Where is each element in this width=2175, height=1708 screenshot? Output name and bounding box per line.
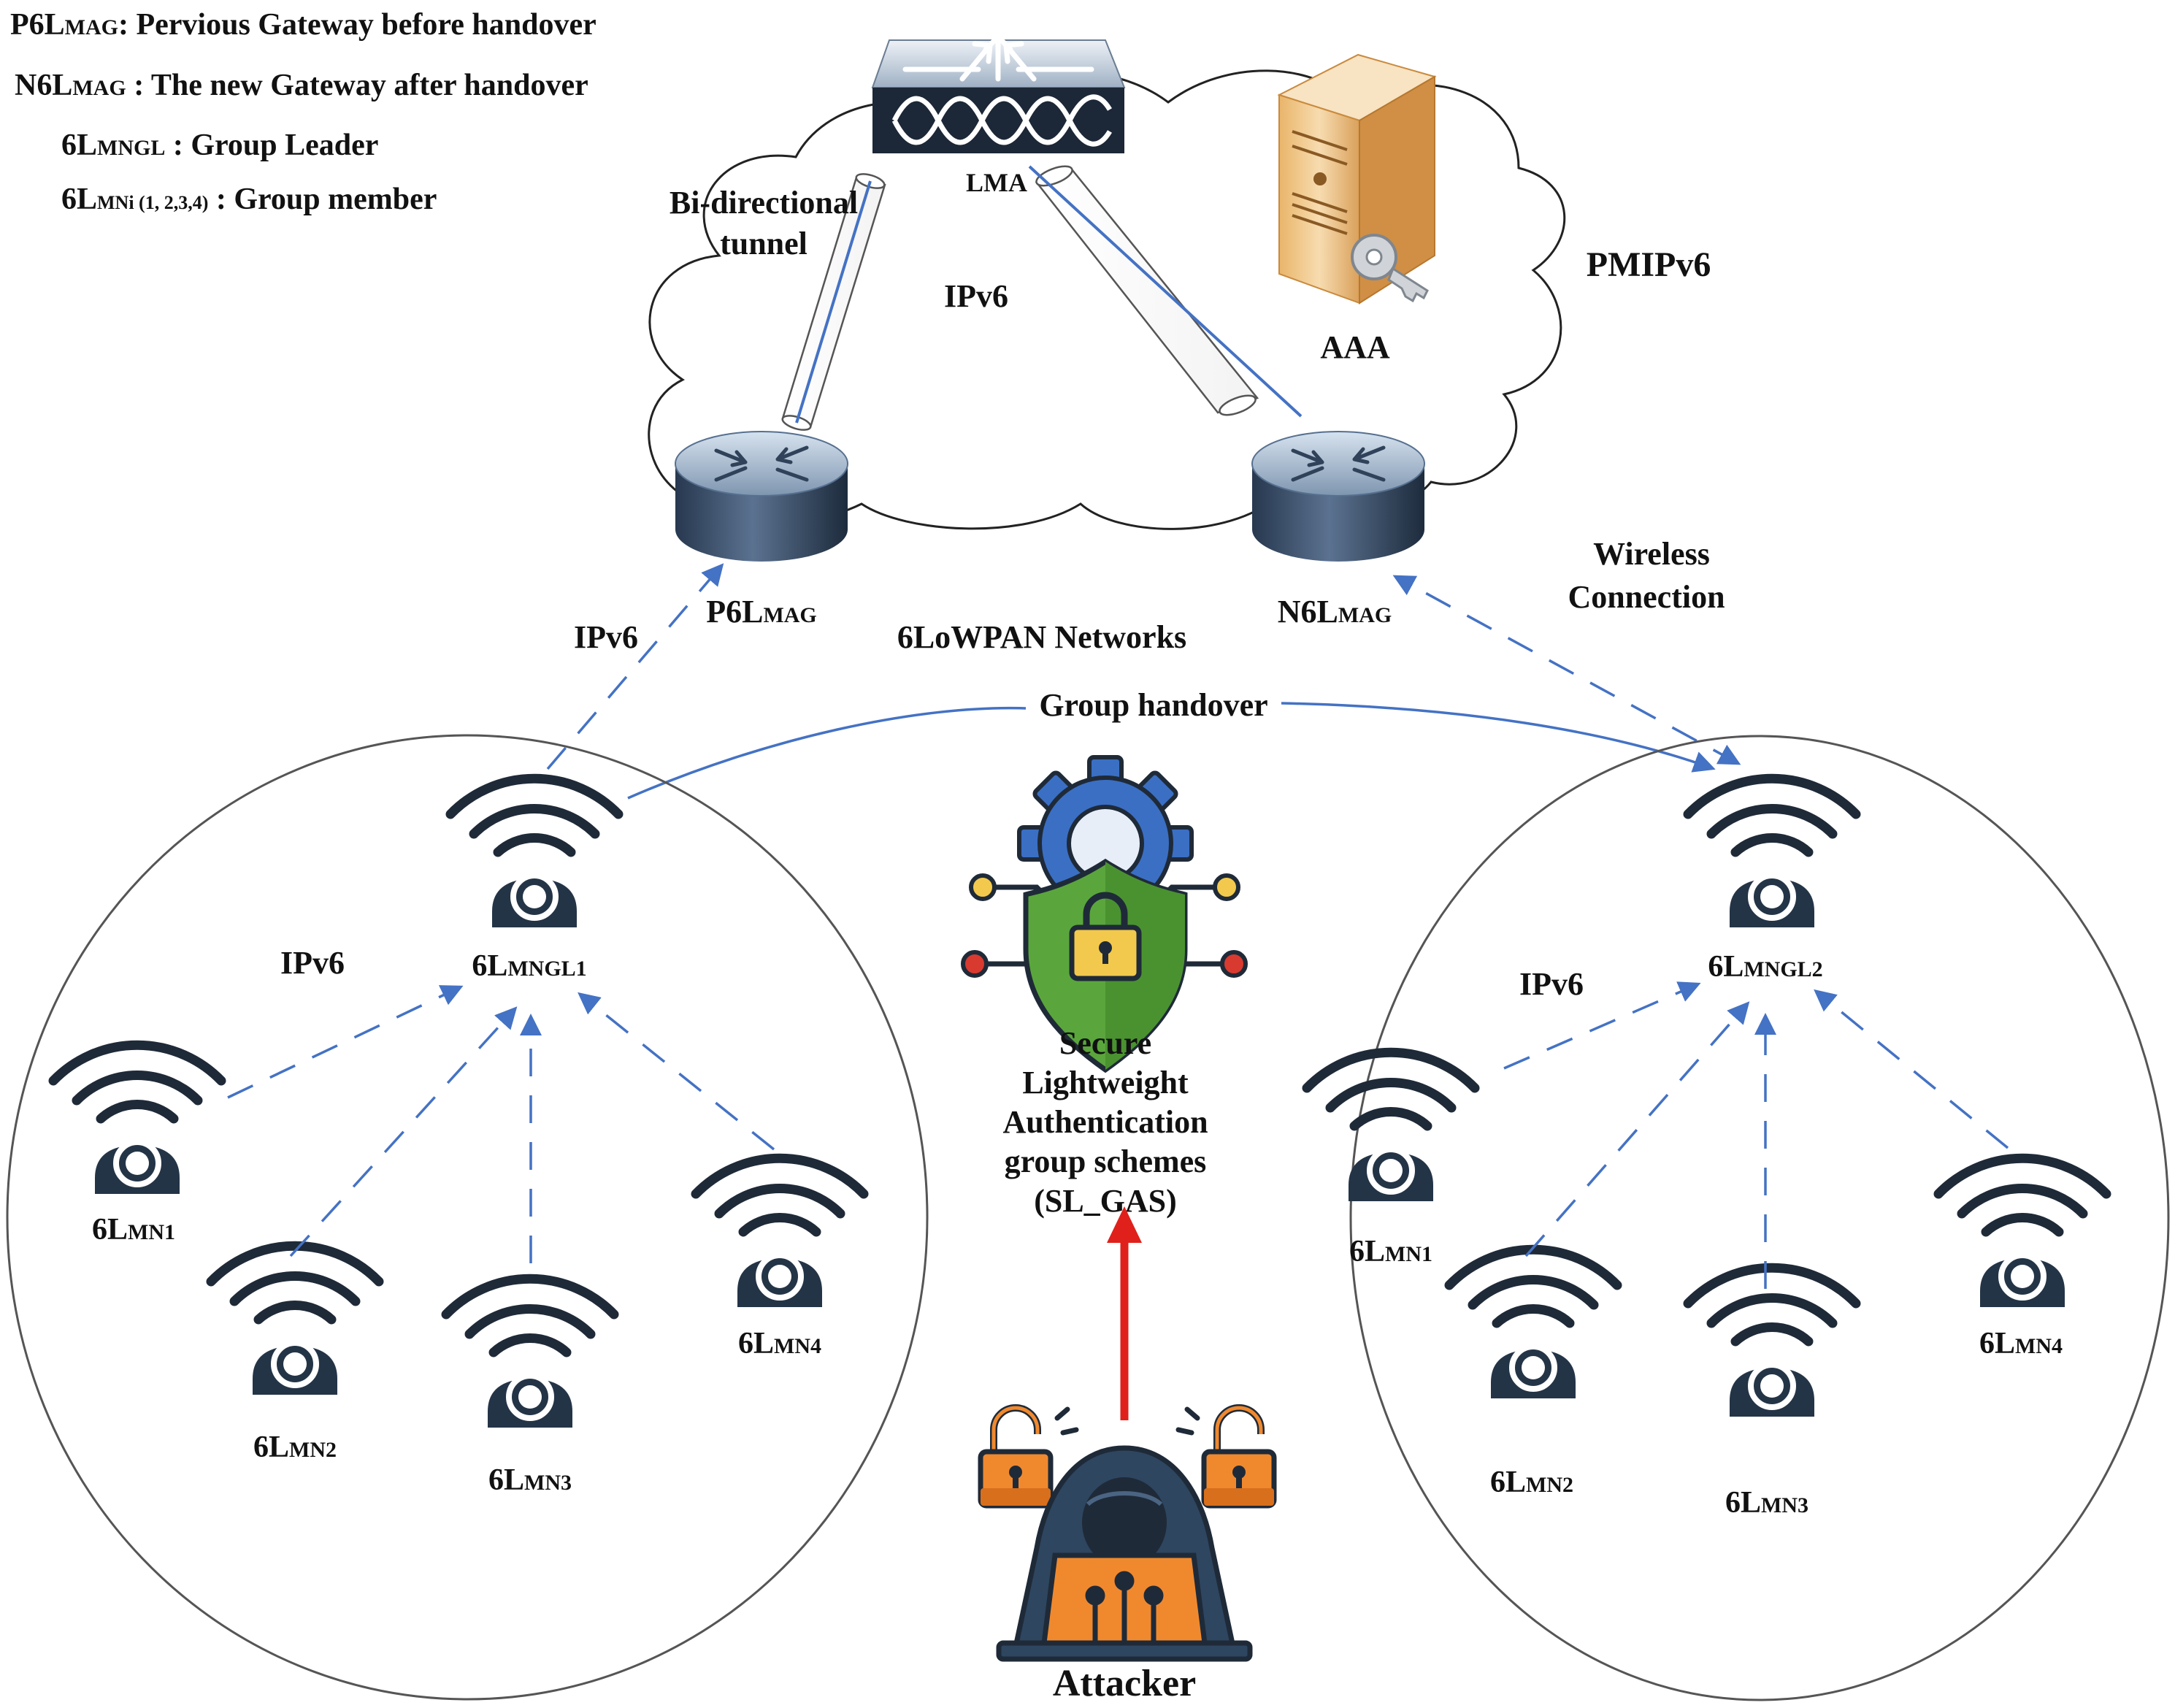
wireless-node-icon	[1688, 778, 1856, 927]
open-lock-icon	[1204, 1408, 1274, 1506]
key-icon	[1351, 234, 1429, 303]
wireless-node-icon	[446, 1279, 614, 1428]
member-link-arrow	[289, 1006, 518, 1257]
wireless-node-icon	[211, 1246, 379, 1395]
wireless-link-right	[1392, 575, 1741, 765]
wireless-label-line1: Wireless	[1593, 536, 1710, 572]
networks-label: 6LoWPAN Networks	[897, 619, 1186, 655]
legend-group-member: 6LMNi (1, 2,3,4) : Group member	[61, 183, 437, 216]
right-member-label: 6LMN2	[1490, 1466, 1573, 1499]
wireless-node-icon	[1449, 1249, 1617, 1398]
group-handover-curve-right	[1281, 702, 1716, 773]
new-gateway-label: N6LMAG	[1278, 594, 1392, 629]
right-member-label: 6LMN3	[1725, 1486, 1808, 1520]
member-link-arrow	[227, 985, 464, 1099]
legend-new-gateway: N6LMAG : The new Gateway after handover	[15, 69, 588, 102]
open-lock-icon	[981, 1408, 1051, 1506]
pmipv6-label: PMIPv6	[1587, 245, 1711, 284]
uplink-arrow-left	[546, 563, 724, 770]
right-member-label: 6LMN4	[1979, 1327, 2063, 1360]
aaa-label: AAA	[1320, 329, 1390, 365]
security-label-line: Lightweight	[1022, 1065, 1189, 1100]
member-link-arrow	[1524, 1001, 1750, 1257]
previous-gateway-label: P6LMAG	[706, 594, 817, 629]
right-member-label: 6LMN1	[1349, 1235, 1432, 1268]
security-label-line: Authentication	[1002, 1104, 1208, 1140]
member-link-arrow	[1503, 981, 1701, 1070]
wireless-node-icon	[1688, 1268, 1856, 1417]
right-leader-label: 6LMNGL2	[1708, 950, 1822, 984]
right-group-boundary	[1349, 735, 2170, 1701]
wireless-label-line2: Connection	[1568, 579, 1725, 615]
left-member-label: 6LMN4	[738, 1327, 821, 1360]
lma-label: LMA	[966, 168, 1027, 197]
security-shield-icon	[961, 755, 1248, 1073]
wireless-node-icon	[53, 1045, 221, 1194]
member-link-arrow	[578, 992, 775, 1151]
wireless-node-icon	[1307, 1052, 1475, 1201]
legend: P6LMAG: Pervious Gateway before handover…	[10, 8, 597, 216]
switch-icon	[871, 32, 1126, 153]
wireless-node-icon	[1938, 1158, 2106, 1307]
bidirectional-tunnel-right	[1028, 165, 1303, 418]
group-handover-label: Group handover	[1039, 687, 1267, 723]
attacker-icon	[996, 1445, 1253, 1662]
server-key-icon	[1277, 53, 1437, 305]
member-link-arrow	[1814, 989, 2009, 1149]
left-member-label: 6LMN1	[92, 1213, 175, 1246]
tunnel-label-line1: Bi-directional	[670, 185, 858, 221]
router-icon	[1252, 432, 1424, 562]
cloud-ipv6-label: IPv6	[944, 278, 1008, 314]
security-label-line: group schemes	[1005, 1144, 1207, 1179]
group-handover-curve-left	[627, 706, 1027, 800]
wireless-node-icon	[696, 1158, 864, 1307]
left-member-label: 6LMN3	[488, 1463, 572, 1497]
attack-arrowhead	[1107, 1206, 1142, 1243]
alert-marks	[1054, 1406, 1200, 1436]
legend-previous-gateway: P6LMAG: Pervious Gateway before handover	[10, 8, 597, 42]
right-group-ipv6-label: IPv6	[1519, 966, 1584, 1002]
router-icon	[675, 432, 848, 562]
left-leader-label: 6LMNGL1	[472, 949, 586, 983]
security-label-line: (SL_GAS)	[1034, 1183, 1177, 1219]
legend-group-leader: 6LMNGL : Group Leader	[61, 129, 378, 162]
left-member-label: 6LMN2	[253, 1431, 337, 1464]
left-group-ipv6-label: IPv6	[280, 945, 345, 981]
wireless-node-icon	[450, 778, 618, 927]
attacker-label: Attacker	[1053, 1663, 1196, 1704]
uplink-ipv6-label: IPv6	[574, 619, 638, 655]
bidirectional-tunnel-left	[781, 173, 886, 431]
security-label-line: Secure	[1059, 1025, 1151, 1061]
left-group-boundary	[6, 734, 929, 1701]
tunnel-label-line2: tunnel	[720, 226, 808, 261]
